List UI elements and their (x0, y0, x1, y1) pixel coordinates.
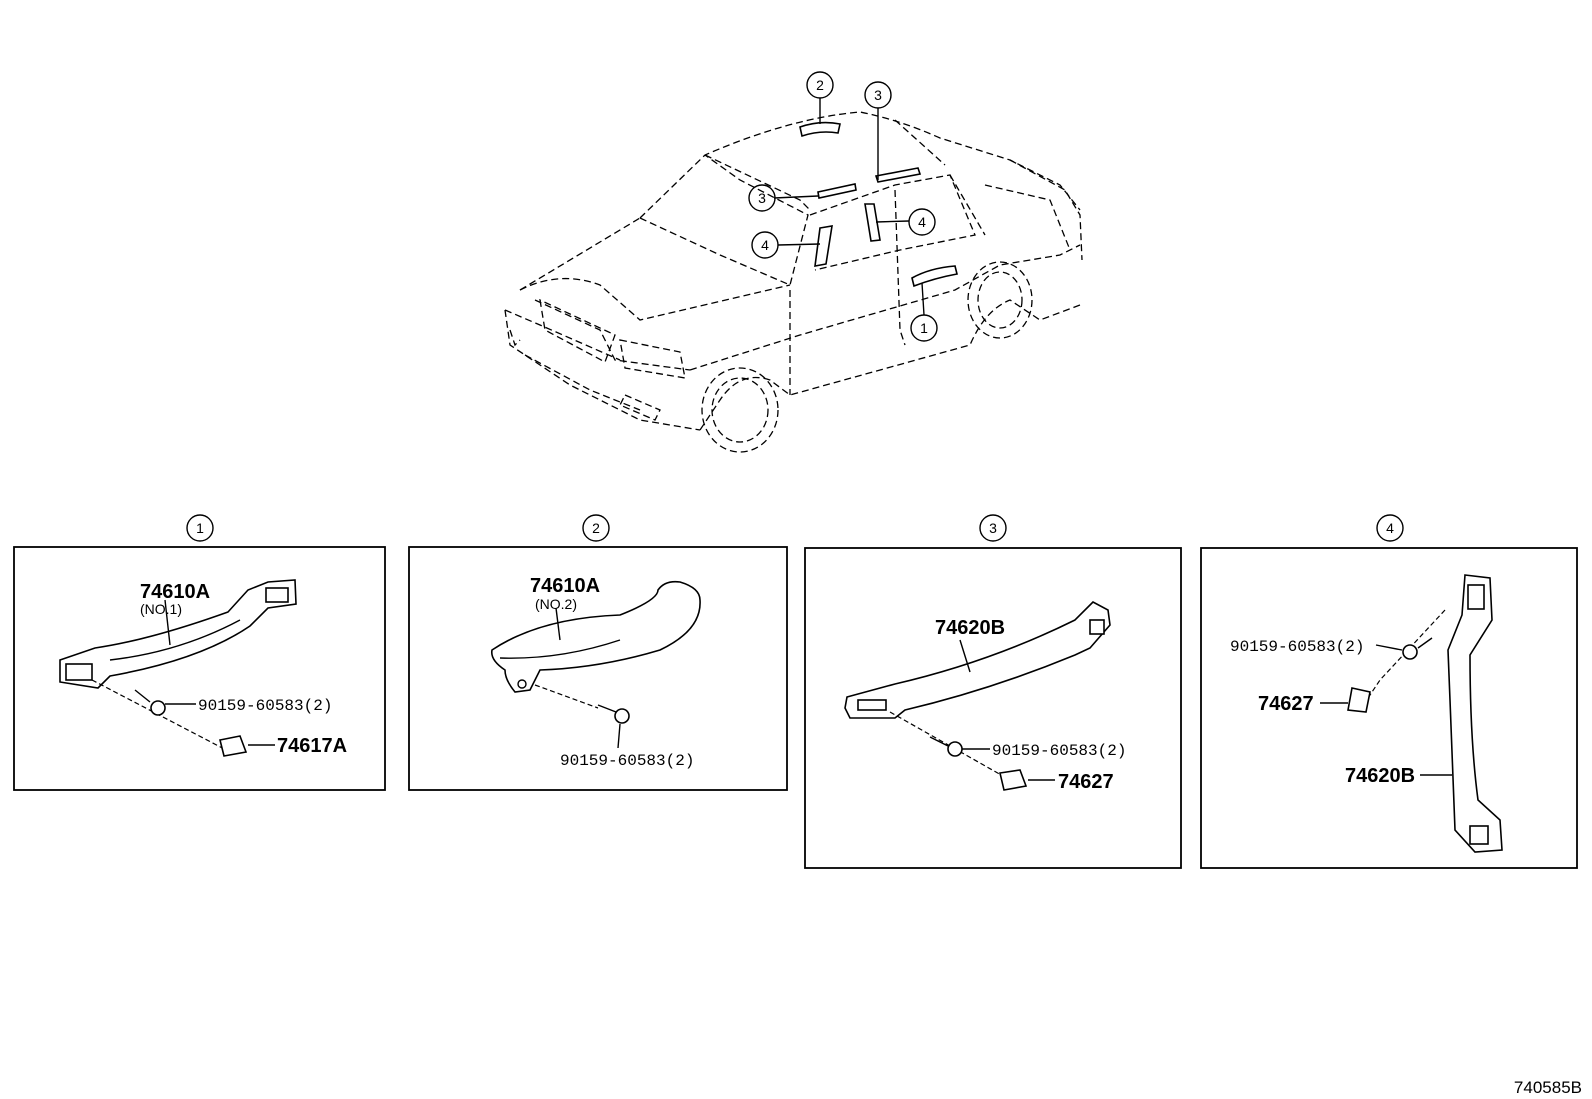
car-callout: 3 (864, 81, 892, 109)
screw-part-number: 90159-60583(2) (560, 752, 694, 770)
car-callout: 4 (908, 208, 936, 236)
panel-3: 3 74620B 90159-60583(2) 74627 (804, 514, 1182, 869)
car-handle-rear (874, 167, 922, 183)
car-callout: 3 (748, 184, 776, 212)
cap-part-number: 74617A (277, 735, 347, 757)
panel-number-badge (979, 514, 1007, 542)
svg-text:4: 4 (918, 214, 926, 230)
cover-cap (219, 735, 248, 757)
handle-part-number: 74620B (1345, 765, 1415, 787)
panel-1: 1 74610A (NO.1) 90159-60583(2) 74617A (13, 514, 386, 791)
cap-part-number: 74627 (1058, 771, 1114, 793)
screw-part-number: 90159-60583(2) (1230, 638, 1364, 656)
screw (929, 736, 963, 757)
car-illustration: 2 3 3 4 4 1 (504, 71, 1083, 453)
screw-part-number: 90159-60583(2) (198, 697, 332, 715)
cover-cap (999, 769, 1028, 791)
screw (134, 689, 166, 716)
panel-number-badge (582, 514, 610, 542)
panel-number-badge (186, 514, 214, 542)
cover-cap (1347, 687, 1371, 713)
screw-part-number: 90159-60583(2) (992, 742, 1126, 760)
svg-text:3: 3 (758, 190, 766, 206)
handle-sub-label: (NO.1) (140, 601, 182, 617)
car-pillar-handle-rear (864, 203, 881, 242)
handle-part-number: 74610A (530, 575, 600, 597)
car-pillar-handle-front (814, 225, 833, 267)
panel-number: 1 (196, 520, 204, 536)
svg-text:2: 2 (816, 77, 824, 93)
panel-2: 2 74610A (NO.2) 90159-60583(2) (408, 514, 788, 791)
cap-part-number: 74627 (1258, 693, 1314, 715)
assist-grip-3 (844, 601, 1111, 719)
assist-grip-no2 (490, 580, 701, 693)
car-handle-front (817, 183, 857, 199)
panel-number-badge (1376, 514, 1404, 542)
screw (1402, 637, 1433, 660)
assist-grip-4 (1447, 574, 1503, 853)
svg-text:4: 4 (761, 237, 769, 253)
svg-text:3: 3 (874, 87, 882, 103)
handle-part-number: 74620B (935, 617, 1005, 639)
diagram-code: 740585B (1514, 1078, 1582, 1097)
assist-grip-no1 (59, 579, 297, 689)
handle-part-number: 74610A (140, 581, 210, 603)
car-callout: 4 (751, 231, 779, 259)
handle-sub-label: (NO.2) (535, 596, 577, 612)
panel-4: 4 74620B 90159-60583(2) 74627 (1200, 514, 1578, 869)
car-handle-roof (799, 121, 841, 138)
panel-number: 4 (1386, 520, 1394, 536)
panel-frame (408, 546, 788, 791)
screw (597, 704, 630, 724)
panel-frame (1200, 547, 1578, 869)
panel-number: 2 (592, 520, 600, 536)
panel-number: 3 (989, 520, 997, 536)
car-door-handle (911, 265, 958, 288)
car-callout: 2 (806, 71, 834, 99)
car-callout: 1 (910, 314, 938, 342)
svg-text:1: 1 (920, 320, 928, 336)
